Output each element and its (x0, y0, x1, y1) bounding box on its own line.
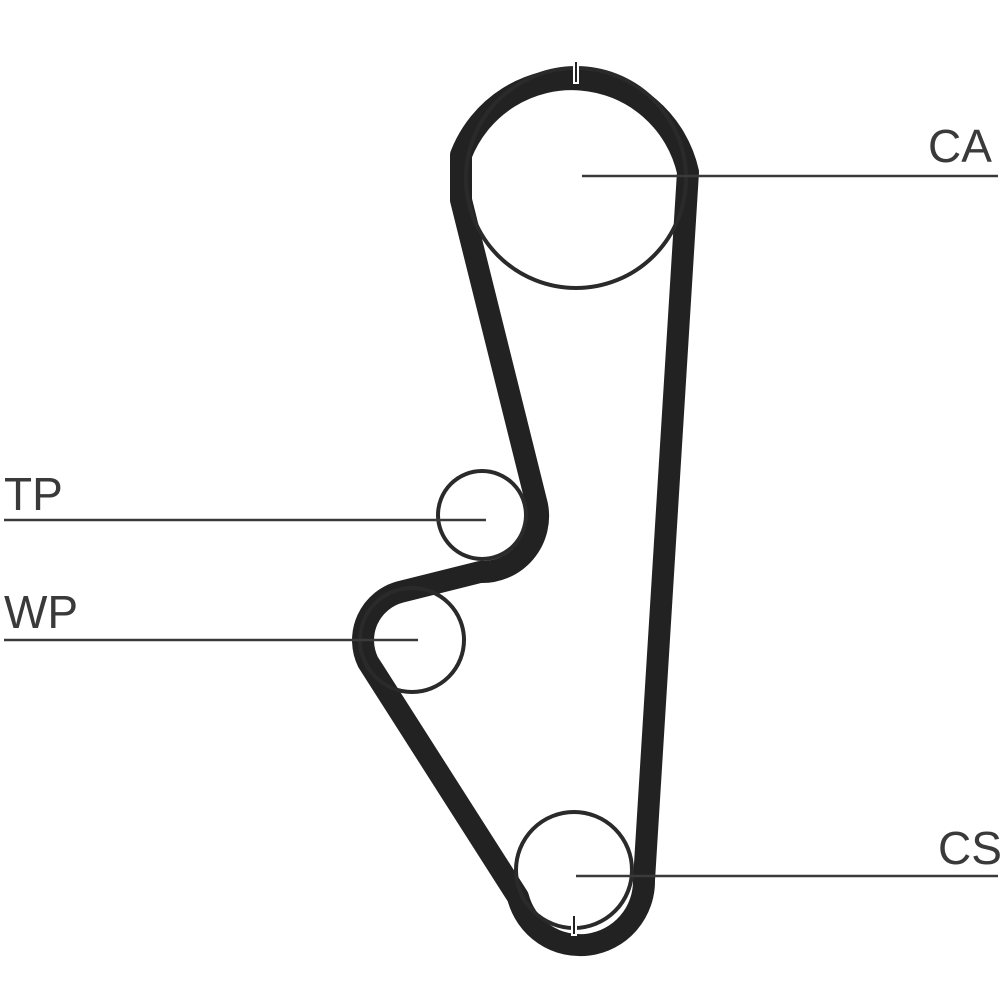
tensioner-pulley (436, 469, 528, 561)
water-pump-label: WP (4, 586, 78, 638)
crankshaft-pulley (514, 810, 634, 930)
camshaft-label: CA (928, 120, 992, 172)
timing-belt (352, 68, 699, 957)
tensioner-label: TP (4, 468, 63, 520)
camshaft-pulley (464, 66, 688, 290)
crankshaft-label: CS (938, 822, 1000, 874)
